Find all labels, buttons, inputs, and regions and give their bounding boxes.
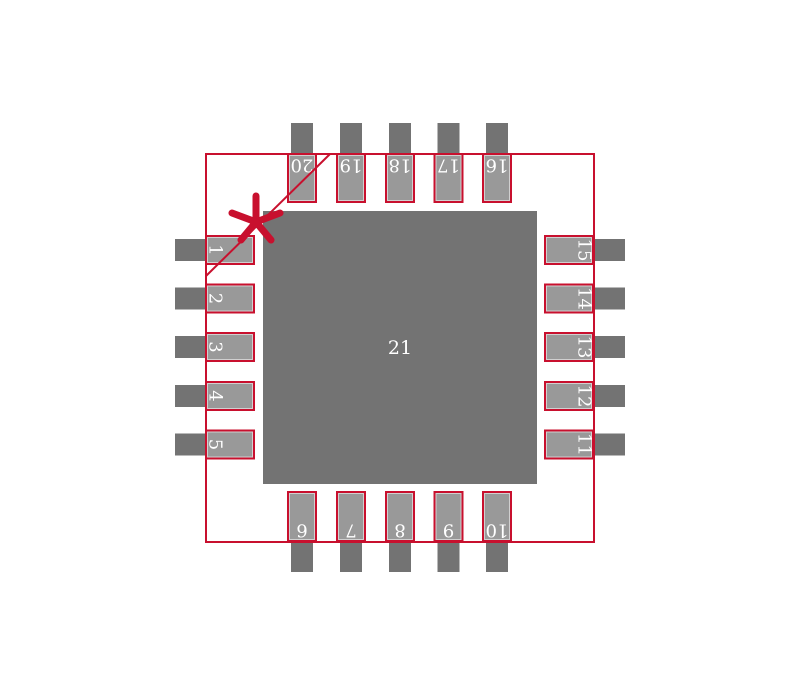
pad-11: 11 [544,429,595,460]
pin-9-lead [437,541,460,572]
pad-label: 13 [574,336,595,359]
pin-16-lead [486,123,508,154]
asterisk-icon [228,192,284,244]
pad-label: 9 [443,520,454,541]
pad-label: 3 [205,341,226,352]
pad-3: 3 [205,332,255,362]
pin-5-lead [175,433,206,456]
pad-label: 18 [389,155,412,176]
pin-18-lead [389,123,411,154]
pin-2-lead [175,287,206,310]
pad-8: 8 [385,491,415,542]
pin-15-lead [594,239,625,261]
pin-6-lead [291,541,313,572]
pin-11-lead [594,433,625,456]
pin-20-lead [291,123,313,154]
pin-3-lead [175,336,206,358]
pad-label: 2 [205,293,226,304]
pad-label: 14 [574,287,595,310]
pad-label: 17 [437,155,460,176]
pad-label: 8 [394,520,405,541]
pad-label: 15 [574,239,595,262]
pad-16: 16 [482,153,512,203]
pad-19: 19 [336,153,366,203]
pad-7: 7 [336,491,366,542]
pin-10-lead [486,541,508,572]
pad-label: 4 [205,390,226,401]
pin-12-lead [594,385,625,407]
pad-label: 20 [291,155,314,176]
pin-17-lead [437,123,460,154]
body-outline [205,153,595,543]
pad-label: 16 [486,155,509,176]
pad-label: 6 [296,520,307,541]
pad-18: 18 [385,153,415,203]
pin-13-lead [594,336,625,358]
pad-1: 1 [205,235,255,265]
pad-label: 19 [340,155,363,176]
pad-label: 1 [205,244,226,255]
pad-20: 20 [287,153,317,203]
exposed-pad-label: 21 [388,337,412,359]
pin-19-lead [340,123,362,154]
pin-14-lead [594,287,625,310]
pad-17: 17 [433,153,464,203]
pad-label: 5 [205,439,226,450]
pad-13: 13 [544,332,595,362]
pin-4-lead [175,385,206,407]
pin-7-lead [340,541,362,572]
pad-15: 15 [544,235,595,265]
pad-label: 12 [574,385,595,408]
pin-8-lead [389,541,411,572]
pad-label: 7 [345,520,356,541]
pad-label: 10 [486,520,509,541]
pad-14: 14 [544,283,595,314]
pad-9: 9 [433,491,464,542]
exposed-pad [263,211,537,484]
pad-label: 11 [574,433,595,456]
pin-1-lead [175,239,206,261]
pad-12: 12 [544,381,595,411]
pad-10: 10 [482,491,512,542]
pad-6: 6 [287,491,317,542]
pad-2: 2 [205,283,255,314]
pad-4: 4 [205,381,255,411]
pad-5: 5 [205,429,255,460]
